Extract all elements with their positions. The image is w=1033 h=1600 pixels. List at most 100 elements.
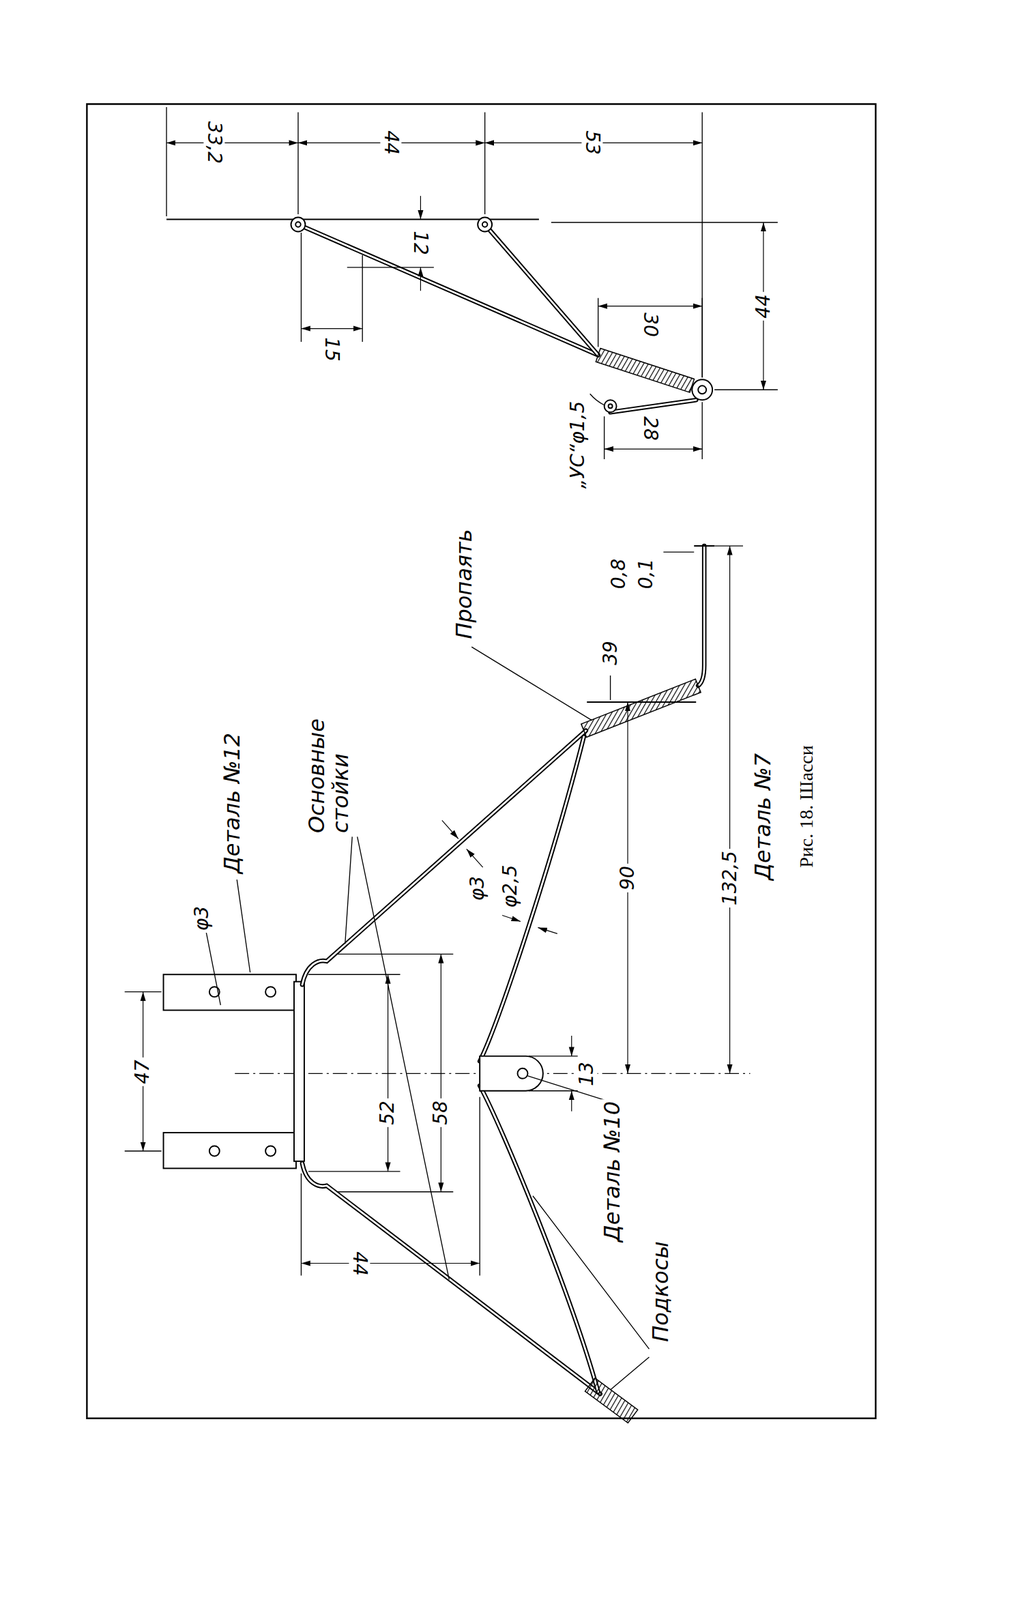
axle [691, 379, 713, 400]
lug [479, 1056, 544, 1091]
extension-line [337, 953, 454, 1192]
strut-wire [298, 224, 599, 355]
dimension-number: 30 [639, 310, 662, 340]
part-label: Деталь №7 [751, 751, 776, 883]
axle-end [693, 545, 715, 547]
diameter-arrow [502, 914, 521, 922]
dimension-number: 13 [576, 1059, 598, 1089]
frame [86, 104, 876, 1419]
dimension-number: 28 [639, 414, 662, 444]
dimension-line [729, 545, 731, 1074]
dimension-line [420, 195, 421, 220]
process-note: Пропаять [452, 526, 477, 641]
diameter-note: φ2,5 [500, 862, 522, 910]
leader-line [206, 932, 221, 1006]
extension-line [124, 992, 162, 1152]
hinge [477, 217, 492, 232]
extension-line [551, 222, 778, 390]
dimension-number: 39 [599, 639, 621, 668]
brace-wire [479, 1085, 598, 1392]
dimension-line [300, 1262, 480, 1264]
part-label: Деталь №10 [600, 1099, 625, 1244]
leader-line [345, 836, 450, 1280]
extension-line [300, 232, 363, 342]
solder-wrap [595, 348, 694, 394]
leader-line [236, 879, 250, 973]
extension-line [604, 401, 703, 460]
hinge [295, 221, 301, 227]
leader-line [609, 675, 611, 701]
hole [265, 986, 276, 997]
wire-spec: „УС“φ1,5 [566, 399, 589, 492]
diameter-arrow [466, 848, 484, 868]
extension-line [300, 1097, 480, 1276]
dimension-number: 44 [380, 128, 402, 158]
extension-line [166, 107, 703, 378]
axle-wire [697, 545, 705, 686]
hinge [290, 217, 305, 232]
dimension-line [166, 142, 299, 144]
dimension-number: 47 [132, 1057, 154, 1087]
dimension-line [571, 1090, 572, 1112]
lug [163, 974, 297, 1010]
dimension-number: 53 [581, 128, 603, 158]
dimension-line [300, 328, 363, 329]
dimension-number: 52 [377, 1098, 399, 1128]
main-strut [302, 1163, 601, 1394]
dimension-number: 90 [617, 863, 639, 893]
diameter-arrow [537, 927, 557, 934]
hook [604, 399, 617, 413]
extension-line [308, 974, 401, 1172]
hook-wire [610, 399, 697, 413]
brace-wire [479, 736, 585, 1062]
dimension-number: 33,2 [204, 119, 226, 166]
dimension-number: 0,8 [607, 556, 630, 592]
main-strut [302, 1163, 601, 1394]
hook [608, 403, 613, 409]
dimension-number: 15 [321, 335, 343, 364]
hook-wire [610, 399, 697, 413]
leader-line [532, 1196, 649, 1390]
diameter-arrow [442, 820, 459, 839]
diameter-note: φ3 [191, 904, 213, 933]
strut-wire [298, 224, 599, 355]
dimension-line [387, 974, 389, 1172]
dimension-line [598, 305, 703, 307]
dimension-line [571, 1035, 572, 1057]
strut-wire [485, 224, 599, 355]
stop-plate [586, 701, 696, 703]
extension-line [528, 1056, 578, 1091]
dimension-number: 12 [410, 228, 432, 258]
axle-wire [697, 545, 705, 686]
extension-line [598, 298, 703, 378]
hinge [482, 221, 488, 227]
part-label: Деталь №12 [221, 730, 245, 876]
leader-line [590, 393, 605, 405]
diameter-note: φ3 [467, 873, 489, 902]
part-label: Подкосы [649, 1239, 674, 1345]
brace-wire [479, 1085, 598, 1392]
axle [697, 385, 707, 394]
figure-caption: Рис. 18. Шасси [795, 743, 817, 870]
extension-line [714, 545, 744, 546]
solder-wrap [585, 1378, 638, 1424]
dimension-number: 44 [348, 1249, 370, 1278]
dimension-line [420, 267, 421, 291]
dimension-line [440, 953, 442, 1192]
brace-wire [479, 736, 585, 1062]
dimension-number: 132,5 [719, 848, 741, 908]
hole [209, 1145, 220, 1156]
solder-wrap [581, 678, 701, 737]
strut-wire [485, 224, 599, 355]
bracket-strip [294, 981, 305, 1162]
dimension-number: 44 [753, 292, 775, 321]
hole [265, 1145, 276, 1156]
leader-line [471, 646, 592, 721]
dimension-number: 0,1 [635, 556, 658, 592]
lug [163, 1132, 297, 1169]
dimension-number: 58 [430, 1098, 452, 1128]
dimension-line [604, 448, 703, 449]
part-label: Основные стойки [304, 716, 353, 836]
